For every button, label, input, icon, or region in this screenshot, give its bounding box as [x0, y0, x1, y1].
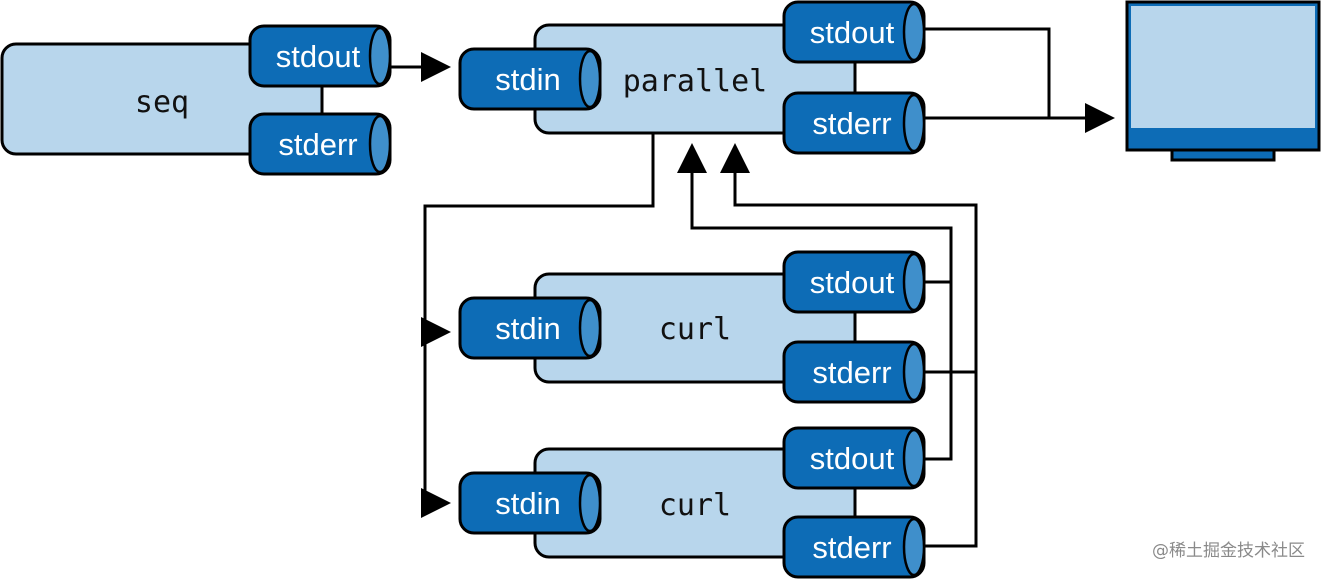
seq-stderr-label: stderr: [278, 127, 357, 162]
curl2-stderr-label: stderr: [812, 530, 891, 565]
pipe-end: [902, 517, 926, 577]
curl2-stderr: stderr: [782, 515, 926, 579]
pipe-end: [578, 49, 602, 109]
connections: [318, 27, 1115, 548]
pipe-end: [578, 473, 602, 533]
pipe-end: [368, 26, 392, 86]
parallel-stdout: stdout: [782, 0, 926, 64]
curl2-stdout: stdout: [782, 426, 926, 490]
arrow-stderr-return: [720, 143, 978, 548]
curl1-stderr-label: stderr: [812, 355, 891, 390]
process-curl-1: curl: [533, 272, 857, 384]
curl1-stdin: stdin: [458, 296, 602, 360]
pipe-end: [902, 252, 926, 312]
pipe-end: [902, 2, 926, 62]
curl1-stdout: stdout: [782, 250, 926, 314]
process-curl-2: curl: [533, 447, 857, 559]
parallel-stdin-label: stdin: [495, 62, 560, 97]
curl2-stdin-label: stdin: [495, 486, 560, 521]
parallel-label: parallel: [623, 64, 768, 99]
process-seq: seq: [0, 42, 324, 156]
pipe-end: [902, 342, 926, 402]
seq-stderr: stderr: [248, 112, 392, 176]
pipe-end: [578, 298, 602, 358]
wire-parallel-stdout: [920, 27, 1051, 118]
seq-label: seq: [135, 85, 189, 120]
curl1-stdout-label: stdout: [810, 265, 895, 300]
monitor-stand: [1170, 148, 1276, 162]
arrow-stdout-return: [677, 143, 953, 282]
curl1-stderr: stderr: [782, 340, 926, 404]
parallel-stdin: stdin: [458, 47, 602, 111]
curl1-stdin-label: stdin: [495, 311, 560, 346]
curl2-stdout-label: stdout: [810, 441, 895, 476]
parallel-stderr-label: stderr: [812, 106, 891, 141]
pipe-end: [368, 114, 392, 174]
monitor-screen: [1131, 6, 1315, 128]
seq-stdout: stdout: [248, 24, 392, 88]
curl2-stdin: stdin: [458, 471, 602, 535]
monitor-icon: [1125, 0, 1321, 162]
watermark: @稀土掘金技术社区: [1152, 541, 1305, 561]
pipe-end: [902, 93, 926, 153]
curl1-label: curl: [659, 312, 731, 347]
seq-box: [0, 42, 324, 156]
parallel-stdout-label: stdout: [810, 15, 895, 50]
seq-stdout-label: stdout: [276, 39, 361, 74]
wire-parallel-to-curls: [423, 134, 655, 503]
curl2-label: curl: [659, 488, 731, 523]
pipe-end: [902, 428, 926, 488]
parallel-stderr: stderr: [782, 91, 926, 155]
